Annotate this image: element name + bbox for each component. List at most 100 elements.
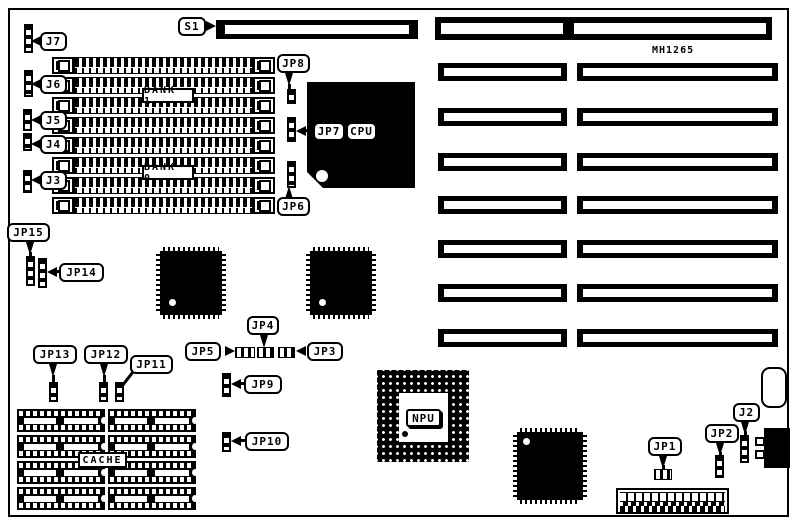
isa-slot: [577, 108, 778, 126]
simm-socket-end: [52, 197, 74, 214]
callout-jp4: JP4: [247, 316, 279, 335]
battery: [761, 367, 787, 408]
callout-j6-label: J6: [45, 78, 62, 91]
callout-jp15-label: JP15: [13, 226, 44, 239]
callout-pointer: [741, 422, 749, 435]
isa-slot: [577, 284, 778, 302]
board-outline: [8, 8, 789, 517]
jumper-jp9: [222, 373, 231, 397]
callout-pointer: [225, 346, 235, 356]
bank1-label: BANK 1: [142, 85, 194, 107]
power-connector: [616, 488, 729, 514]
simm-socket: [74, 117, 253, 134]
callout-pointer: [31, 139, 41, 149]
callout-jp4-label: JP4: [251, 319, 275, 332]
qfp-chip: [156, 247, 226, 319]
callout-s1: S1: [178, 17, 206, 36]
jumper-jp11: [115, 382, 124, 402]
callout-jp5-label: JP5: [191, 345, 215, 358]
callout-jp11: JP11: [130, 355, 173, 374]
connector-j2: [740, 435, 749, 463]
keyboard-connector: [764, 428, 790, 468]
simm-socket-end: [253, 117, 275, 134]
simm-socket-end: [253, 97, 275, 114]
callout-jp3-label: JP3: [313, 345, 337, 358]
callout-pointer: [55, 270, 61, 273]
jumper-jp7: [287, 117, 296, 142]
callout-j5-label: J5: [45, 114, 62, 127]
callout-jp6-label: JP6: [282, 200, 305, 213]
callout-pointer: [31, 115, 41, 125]
callout-jp7-label: JP7: [317, 125, 341, 138]
jumper-jp12: [99, 382, 108, 402]
jumper-jp14: [38, 258, 47, 288]
simm-socket-end: [253, 77, 275, 94]
isa-slot: [577, 329, 778, 347]
isa-slot: [577, 240, 778, 258]
qfp-chip: [306, 247, 376, 319]
jumper-jp10: [222, 432, 231, 452]
callout-jp5: JP5: [185, 342, 221, 361]
callout-j4-label: J4: [45, 138, 62, 151]
callout-pointer: [231, 436, 241, 446]
callout-jp2-label: JP2: [710, 427, 734, 440]
callout-j4: J4: [40, 135, 67, 154]
jumper-jp2: [715, 455, 724, 478]
callout-pointer: [103, 375, 106, 383]
simm-socket-end: [253, 157, 275, 174]
callout-pointer: [31, 36, 41, 46]
jumper-jp8: [287, 89, 296, 104]
cache-socket: [17, 487, 107, 510]
callout-j5: J5: [40, 111, 67, 130]
callout-j3: J3: [40, 171, 67, 190]
callout-j7-label: J7: [45, 35, 62, 48]
cache-socket: [108, 487, 198, 510]
callout-pointer: [304, 129, 314, 132]
jumper-jp1: [654, 469, 672, 480]
npu-label: NPU: [406, 409, 441, 427]
callout-jp14-label: JP14: [66, 266, 97, 279]
callout-jp9-label: JP9: [251, 378, 275, 391]
isa-slot: [438, 196, 567, 214]
simm-socket: [74, 57, 253, 74]
callout-jp12-label: JP12: [90, 348, 122, 361]
pin1-dot: [523, 438, 530, 445]
callout-j3-label: J3: [45, 174, 62, 187]
callout-jp12: JP12: [84, 345, 128, 364]
callout-jp10: JP10: [245, 432, 289, 451]
callout-pointer: [31, 175, 41, 185]
keyboard-connector-pin: [755, 437, 765, 446]
callout-pointer: [260, 335, 268, 348]
callout-jp1-label: JP1: [653, 440, 677, 453]
callout-pointer: [659, 456, 667, 469]
board-model-label: MH1265: [652, 45, 695, 56]
callout-pointer: [26, 242, 34, 255]
npu-label-text: NPU: [412, 411, 435, 425]
callout-pointer: [239, 439, 246, 442]
callout-jp2: JP2: [705, 424, 739, 443]
callout-jp6: JP6: [277, 197, 310, 216]
isa-slot: [438, 284, 567, 302]
jumper-jp4: [257, 347, 274, 358]
power-connector-band: [620, 502, 725, 506]
callout-pointer: [285, 73, 293, 86]
power-connector-pins: [620, 506, 725, 512]
isa-slot: [577, 153, 778, 171]
cache-socket: [108, 409, 198, 432]
simm-socket: [74, 197, 253, 214]
callout-jp11-label: JP11: [136, 358, 167, 371]
callout-pointer: [206, 21, 216, 31]
callout-jp3: JP3: [307, 342, 343, 361]
pin1-dot: [319, 299, 326, 306]
jumper-jp15: [26, 256, 35, 286]
callout-jp10-label: JP10: [251, 435, 283, 448]
cpu-label-text: CPU: [350, 125, 373, 138]
callout-pointer: [49, 364, 57, 377]
callout-j2: J2: [733, 403, 760, 422]
callout-pointer: [288, 84, 291, 90]
simm-socket-end: [253, 137, 275, 154]
callout-jp14: JP14: [59, 263, 104, 282]
callout-pointer: [296, 126, 306, 136]
simm-socket-end: [253, 177, 275, 194]
